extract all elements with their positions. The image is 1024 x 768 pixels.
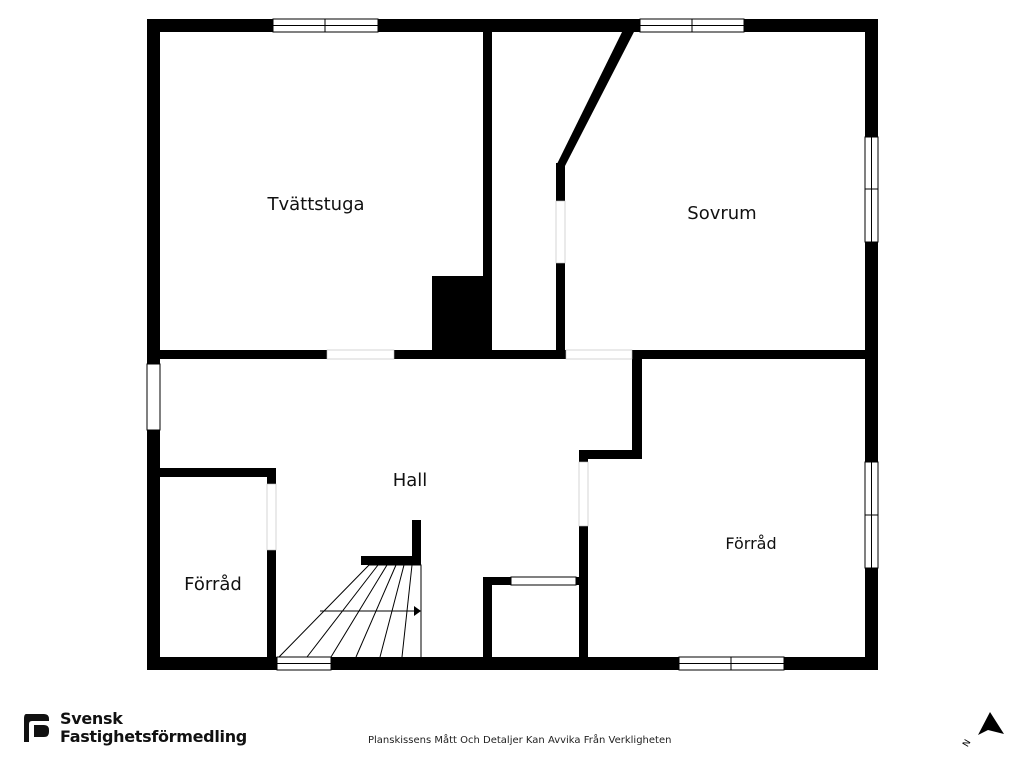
room-label-forrad-right: Förråd (725, 534, 776, 553)
compass-north-arrow-icon: N (961, 712, 1004, 748)
brand-mark-icon (24, 714, 49, 742)
diagonal-wall (556, 28, 636, 166)
room-label-forrad-left: Förråd (184, 574, 242, 595)
room-label-sovrum: Sovrum (687, 203, 756, 224)
plan-disclaimer: Planskissens Mått Och Detaljer Kan Avvik… (368, 735, 672, 746)
walls (147, 19, 878, 670)
compass-label: N (961, 738, 973, 748)
staircase (278, 564, 422, 658)
room-label-hall: Hall (393, 470, 428, 491)
door-openings (266, 200, 633, 551)
room-label-tvattstuga: Tvättstuga (266, 194, 364, 215)
stair-arrowhead (414, 606, 421, 616)
brand-name-line2: Fastighetsförmedling (60, 727, 247, 746)
brand-logo: Svensk Fastighetsförmedling (22, 710, 247, 746)
windows (146, 18, 879, 671)
brand-name-line1: Svensk (60, 709, 123, 728)
floor-plan: Tvättstuga Sovrum Hall Förråd Förråd (146, 18, 879, 671)
